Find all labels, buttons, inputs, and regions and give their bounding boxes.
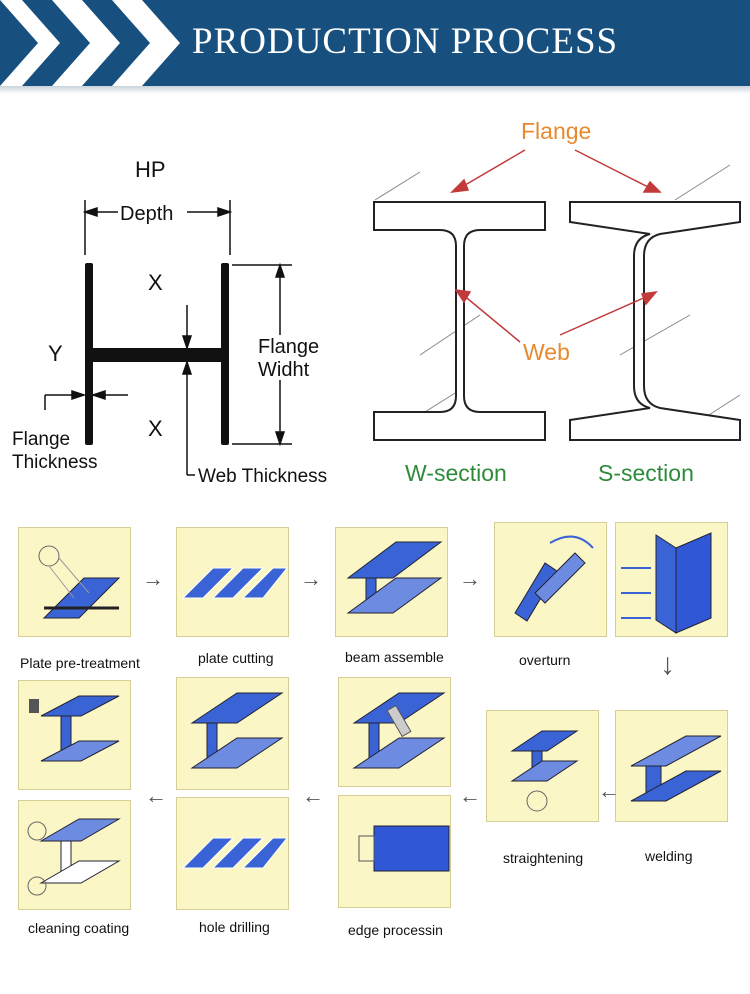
- sections-diagram: [373, 149, 741, 441]
- arrow-left-icon: ←: [145, 783, 167, 808]
- tile-beam-assemble: [335, 527, 448, 637]
- tile-welding-2: [615, 710, 728, 822]
- step-label: hole drilling: [199, 919, 270, 935]
- edge-plate-icon: [358, 825, 450, 872]
- plate-pretreatment-icon: [38, 545, 121, 619]
- x-axis-top-label: X: [148, 270, 163, 295]
- flange-label: Flange: [521, 118, 592, 144]
- step-label: beam assemble: [345, 649, 444, 665]
- arrow-left-icon: ←: [459, 783, 481, 808]
- beam-assemble-icon: [346, 541, 443, 614]
- arrow-left-icon: ←: [302, 783, 324, 808]
- edge-processing-icon: [352, 692, 446, 769]
- cleaning-icon: [27, 818, 121, 896]
- step-label: welding: [645, 848, 693, 864]
- tile-plate-cutting: [176, 527, 289, 637]
- step-label: overturn: [519, 652, 571, 668]
- header-banner: PRODUCTION PROCESS: [0, 0, 750, 86]
- straightening-icon: [510, 730, 579, 812]
- tile-drilling: [176, 677, 289, 790]
- web-label: Web: [523, 339, 570, 365]
- hole-drilling-icon: [181, 837, 289, 869]
- page-title: PRODUCTION PROCESS: [192, 21, 619, 62]
- step-label: cleaning coating: [28, 920, 130, 936]
- tile-overturn: [494, 522, 607, 637]
- welding-beam-icon: [630, 735, 722, 802]
- s-section-label: S-section: [598, 460, 694, 486]
- coating-icon: [29, 695, 120, 762]
- tile-cleaning: [18, 800, 131, 910]
- tile-welding: [615, 522, 728, 637]
- hp-beam-diagram: [44, 200, 292, 476]
- step-label: Plate pre-treatment: [20, 655, 140, 671]
- welding-icon: [621, 532, 712, 634]
- web-thickness-label: Web Thickness: [198, 466, 328, 487]
- tile-coating: [18, 680, 131, 790]
- w-section-label: W-section: [405, 460, 507, 486]
- drilling-icon: [190, 692, 284, 769]
- flange-thickness-label: Flange Thickness: [12, 429, 98, 473]
- arrow-right-icon: →: [300, 566, 322, 591]
- tile-edge-processing: [338, 677, 451, 787]
- step-label: plate cutting: [198, 650, 274, 666]
- depth-label: Depth: [120, 203, 174, 225]
- chevron-icon: [0, 0, 180, 86]
- tile-plate-pretreatment: [18, 527, 131, 637]
- y-axis-label: Y: [48, 341, 63, 366]
- arrow-down-icon: ↓: [660, 648, 675, 681]
- tile-edge-processin: [338, 795, 451, 908]
- arrow-right-icon: →: [142, 566, 164, 591]
- flange-width-label: Flange Widht: [258, 336, 320, 381]
- step-label: straightening: [503, 850, 584, 866]
- plate-cutting-icon: [181, 567, 289, 599]
- step-label: edge processin: [348, 922, 443, 938]
- tile-straightening: [486, 710, 599, 822]
- header-shadow: [0, 86, 750, 94]
- overturn-icon: [514, 535, 594, 622]
- hp-title: HP: [135, 157, 166, 182]
- arrow-right-icon: →: [459, 566, 481, 591]
- tile-hole-drilling: [176, 797, 289, 910]
- x-axis-bottom-label: X: [148, 416, 163, 441]
- arrow-left-icon: ←: [598, 778, 620, 803]
